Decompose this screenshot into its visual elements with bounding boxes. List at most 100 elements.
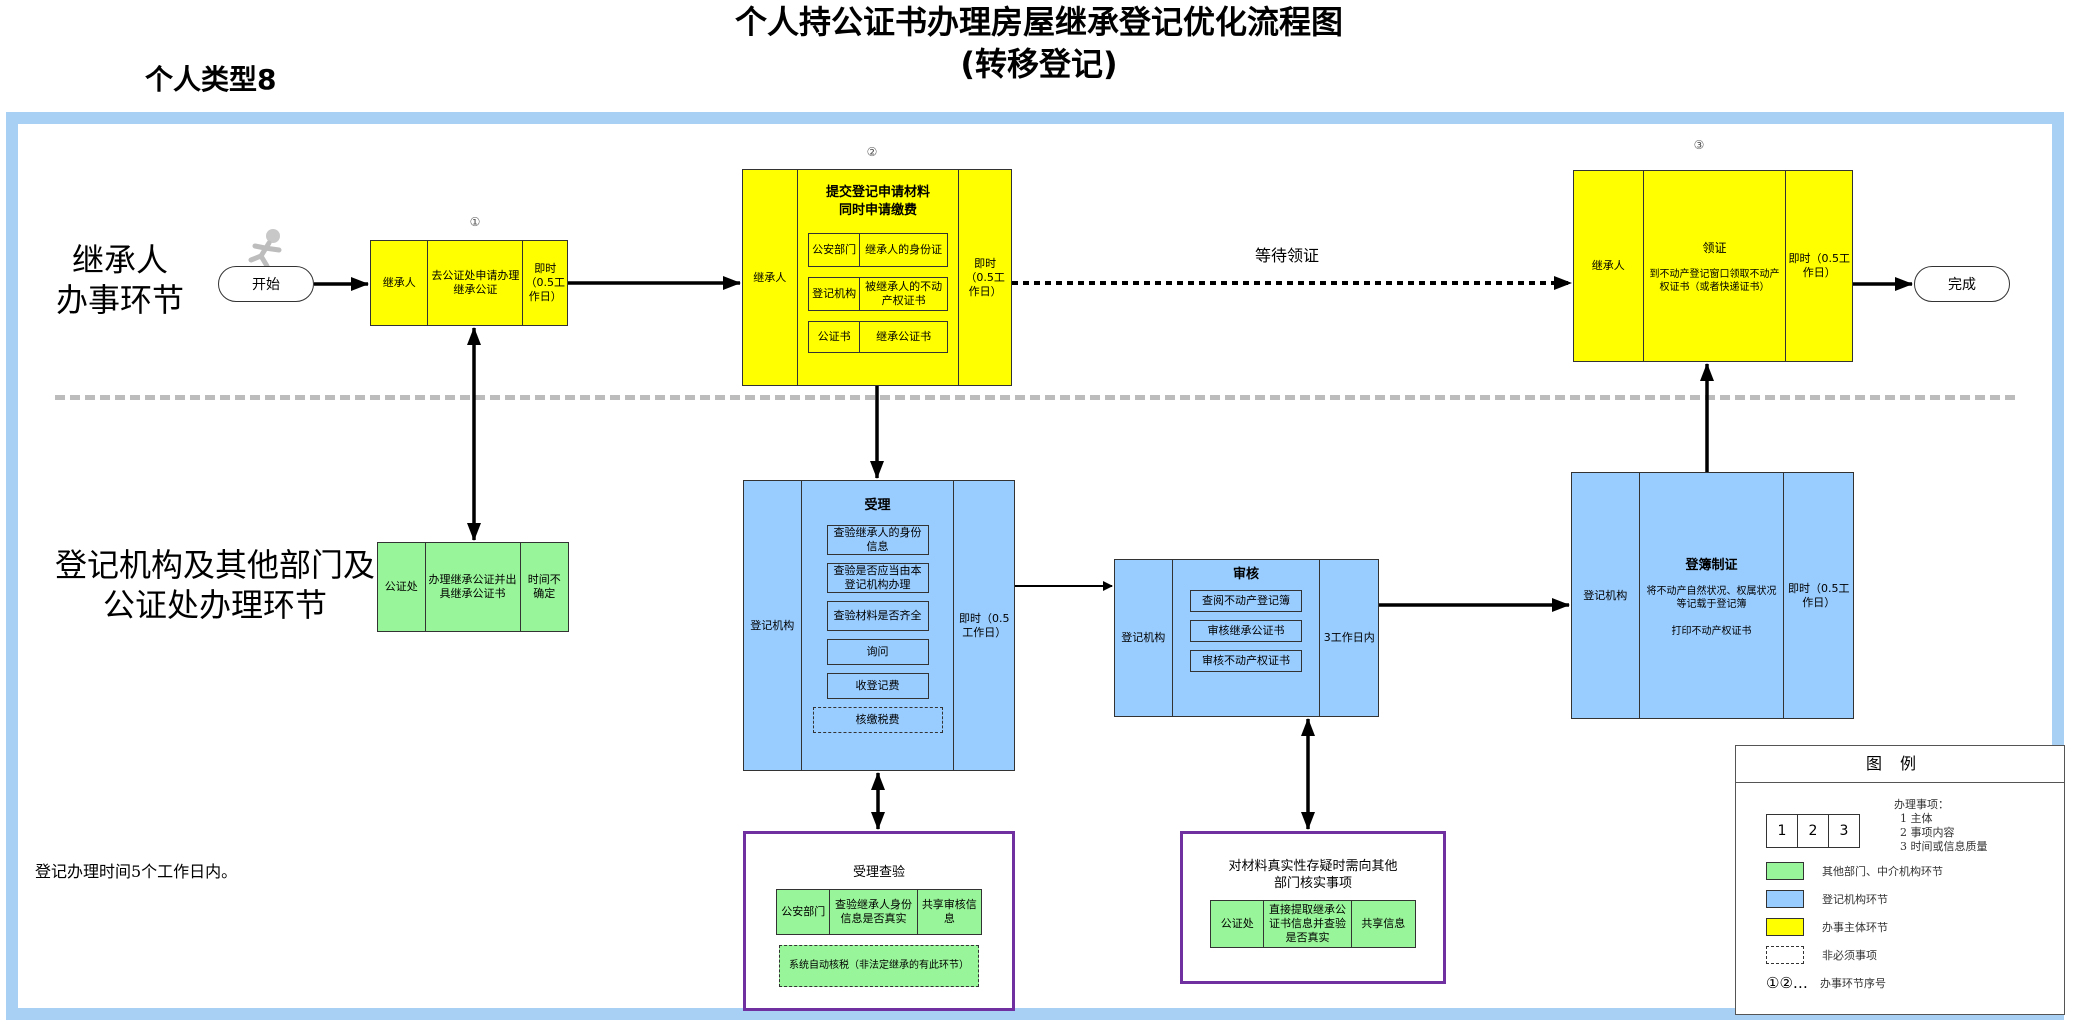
legend-row-yellow: 办事主体环节 — [1766, 918, 1888, 936]
accept-item-4: 询问 — [826, 639, 929, 665]
verify-dept: 公证处 — [1211, 901, 1265, 947]
legend-matters: 办理事项： 1 主体 2 事项内容 3 时间或信息质量 — [1894, 798, 1988, 854]
lane-top-label: 继承人 办事环节 — [45, 240, 195, 320]
step-2-box[interactable]: 继承人 提交登记申请材料同时申请缴费 公安部门 继承人的身份证 登记机构 被继承… — [742, 169, 1012, 386]
step-3-time: 即时（0.5工作日） — [1788, 252, 1850, 279]
accept-box[interactable]: 登记机构 受理 查验继承人的身份信息 查验是否应当由本登记机构办理 查验材料是否… — [743, 480, 1015, 771]
legend: 图例 1 2 3 办理事项： 1 主体 2 事项内容 3 时间或信息质量 其他部… — [1735, 745, 2065, 1015]
page-subtitle: (转移登记) — [960, 45, 1118, 83]
review-box[interactable]: 登记机构 审核 查阅不动产登记簿 审核继承公证书 审核不动产权证书 3工作日内 — [1114, 559, 1379, 717]
legend-matter-2: 2 事项内容 — [1900, 826, 1955, 839]
start-node[interactable]: 开始 — [218, 266, 314, 302]
wait-label: 等待领证 — [1255, 246, 1320, 265]
verify-title: 对材料真实性存疑时需向其他部门核实事项 — [1228, 859, 1398, 891]
legend-cell-1: 1 — [1767, 815, 1798, 847]
review-item-2: 审核继承公证书 — [1190, 620, 1302, 642]
step-1-time: 即时（0.5工作日） — [525, 262, 565, 303]
notary-box[interactable]: 公证处 办理继承公证并出具继承公证书 时间不确定 — [377, 542, 569, 632]
accept-subject: 登记机构 — [744, 481, 802, 770]
lane-top-line2: 办事环节 — [55, 281, 184, 319]
legend-label-yellow: 办事主体环节 — [1822, 921, 1888, 934]
material-2: 登记机构 被继承人的不动产权证书 — [807, 277, 948, 311]
legend-title: 图例 — [1736, 746, 2064, 783]
review-item-1: 查阅不动产登记簿 — [1190, 590, 1302, 612]
accept-check-title: 受理查验 — [852, 865, 905, 880]
accept-item-optional: 核缴税费 — [812, 707, 943, 733]
diagram-frame — [6, 112, 2064, 1020]
end-node[interactable]: 完成 — [1914, 266, 2010, 302]
material-2-dept: 登记机构 — [809, 278, 861, 310]
step-1-number: ① — [469, 215, 481, 229]
step-3-subject: 继承人 — [1574, 171, 1644, 361]
step-1-box[interactable]: 继承人 去公证处申请办理继承公证 即时（0.5工作日） — [370, 240, 568, 326]
step-3-number: ③ — [1693, 138, 1705, 152]
verify-box[interactable]: 对材料真实性存疑时需向其他部门核实事项 公证处 直接提取继承公证书信息并查验是否… — [1180, 831, 1446, 984]
step-2-time: 即时（0.5工作日） — [965, 256, 1005, 298]
accept-item-3: 查验材料是否齐全 — [826, 601, 929, 631]
register-item-2: 打印不动产权证书 — [1671, 625, 1752, 637]
review-title: 审核 — [1232, 567, 1259, 582]
register-subject: 登记机构 — [1572, 473, 1640, 718]
type-label: 个人类型8 — [145, 63, 277, 96]
verify-content: 直接提取继承公证书信息并查验是否真实 — [1264, 901, 1352, 947]
legend-swatch-dashed — [1766, 946, 1804, 964]
runner-icon — [248, 229, 282, 268]
accept-check-row: 公安部门 查验继承人身份信息是否真实 共享审核信息 — [776, 889, 982, 935]
accept-check-content: 查验继承人身份信息是否真实 — [830, 890, 918, 934]
verify-info: 共享信息 — [1361, 917, 1406, 930]
material-1: 公安部门 继承人的身份证 — [807, 233, 948, 267]
step-3-title: 领证 — [1702, 240, 1727, 255]
register-box[interactable]: 登记机构 登簿制证 将不动产自然状况、权属状况等记载于登记簿 打印不动产权证书 … — [1571, 472, 1854, 719]
step-3-content: 到不动产登记窗口领取不动产权证书（或者快递证书） — [1649, 268, 1780, 293]
legend-label-blue: 登记机构环节 — [1822, 893, 1888, 906]
legend-matter-1: 1 主体 — [1900, 812, 1933, 825]
register-title: 登簿制证 — [1685, 557, 1738, 573]
legend-row-sequence: ①②… 办事环节序号 — [1766, 974, 1886, 992]
legend-sample-cells: 1 2 3 — [1766, 814, 1860, 848]
accept-check-dept: 公安部门 — [777, 890, 831, 934]
legend-swatch-yellow — [1766, 918, 1804, 936]
legend-matter-3: 3 时间或信息质量 — [1900, 840, 1988, 853]
legend-label-dashed: 非必须事项 — [1822, 949, 1877, 962]
lane-bottom-line1: 登记机构及其他部门及 — [54, 546, 375, 584]
accept-check-box[interactable]: 受理查验 公安部门 查验继承人身份信息是否真实 共享审核信息 系统自动核税（非法… — [743, 831, 1015, 1011]
register-time: 即时（0.5工作日） — [1787, 581, 1850, 609]
lane-bottom-line2: 公证处办理环节 — [102, 586, 327, 624]
step-1-content: 去公证处申请办理继承公证 — [428, 241, 524, 325]
time-note: 登记办理时间5个工作日内。 — [35, 862, 238, 881]
review-subject: 登记机构 — [1115, 560, 1173, 716]
accept-item-5: 收登记费 — [826, 673, 929, 699]
legend-row-dashed: 非必须事项 — [1766, 946, 1877, 964]
register-item-1: 将不动产自然状况、权属状况等记载于登记簿 — [1646, 585, 1777, 610]
material-1-dept: 公安部门 — [809, 234, 861, 266]
review-item-3: 审核不动产权证书 — [1190, 650, 1302, 672]
legend-label-sequence: 办事环节序号 — [1820, 977, 1886, 990]
legend-label-green: 其他部门、中介机构环节 — [1822, 865, 1943, 878]
legend-row-blue: 登记机构环节 — [1766, 890, 1888, 908]
legend-swatch-green — [1766, 862, 1804, 880]
auto-tax-check: 系统自动核税（非法定继承的有此环节） — [779, 945, 979, 987]
lane-top-line1: 继承人 — [71, 241, 168, 279]
legend-cell-3: 3 — [1839, 823, 1849, 839]
step-3-box[interactable]: 继承人 领证 到不动产登记窗口领取不动产权证书（或者快递证书） 即时（0.5工作… — [1573, 170, 1853, 362]
legend-cell-2: 2 — [1798, 815, 1829, 847]
material-3-dept: 公证书 — [809, 322, 861, 352]
legend-swatch-blue — [1766, 890, 1804, 908]
step-2-title: 提交登记申请材料同时申请缴费 — [825, 185, 930, 218]
page-title: 个人持公证书办理房屋继承登记优化流程图 — [734, 3, 1343, 41]
verify-row: 公证处 直接提取继承公证书信息并查验是否真实 共享信息 — [1210, 900, 1416, 948]
material-1-doc: 继承人的身份证 — [865, 243, 943, 256]
material-2-doc: 被继承人的不动产权证书 — [865, 280, 943, 307]
accept-time: 即时（0.5工作日） — [958, 611, 1010, 639]
accept-item-2: 查验是否应当由本登记机构办理 — [826, 563, 929, 593]
material-3-doc: 继承公证书 — [876, 330, 932, 343]
accept-item-1: 查验继承人的身份信息 — [826, 525, 929, 555]
lane-divider — [55, 395, 2015, 400]
lane-bottom-label: 登记机构及其他部门及 公证处办理环节 — [45, 545, 385, 625]
material-3: 公证书 继承公证书 — [807, 321, 948, 353]
notary-subject: 公证处 — [378, 543, 426, 631]
review-time: 3工作日内 — [1323, 631, 1375, 644]
notary-content: 办理继承公证并出具继承公证书 — [426, 543, 521, 631]
legend-sequence-symbol: ①②… — [1766, 974, 1808, 992]
